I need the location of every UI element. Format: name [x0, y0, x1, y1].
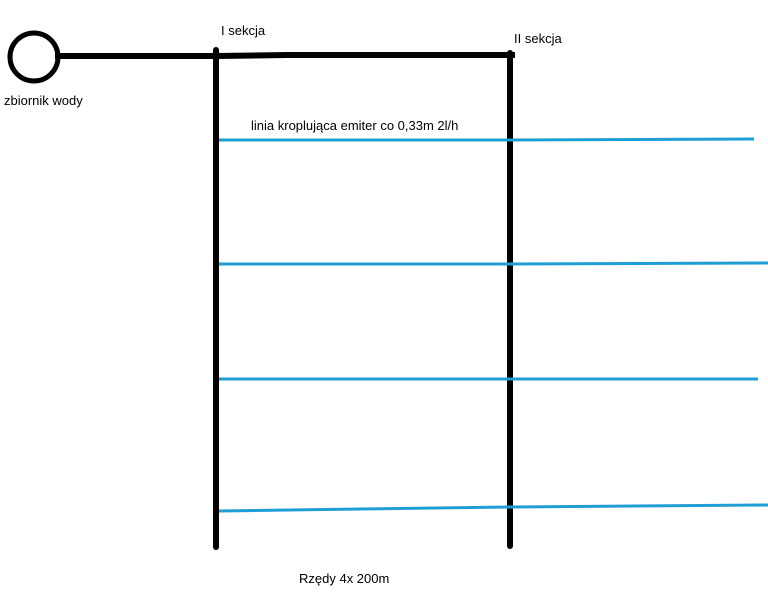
water-tank-circle — [7, 30, 61, 84]
drip-line-2 — [219, 261, 768, 266]
rows-label: Rzędy 4x 200m — [299, 571, 389, 586]
drip-line-label: linia kroplująca emiter co 0,33m 2l/h — [251, 118, 458, 133]
section-2-label: II sekcja — [514, 31, 562, 46]
drip-line-1 — [219, 137, 755, 142]
section-1-label: I sekcja — [221, 23, 266, 38]
tank-label: zbiornik wody — [4, 93, 83, 108]
main-supply-pipe — [55, 52, 515, 59]
drip-line-4 — [218, 503, 768, 513]
